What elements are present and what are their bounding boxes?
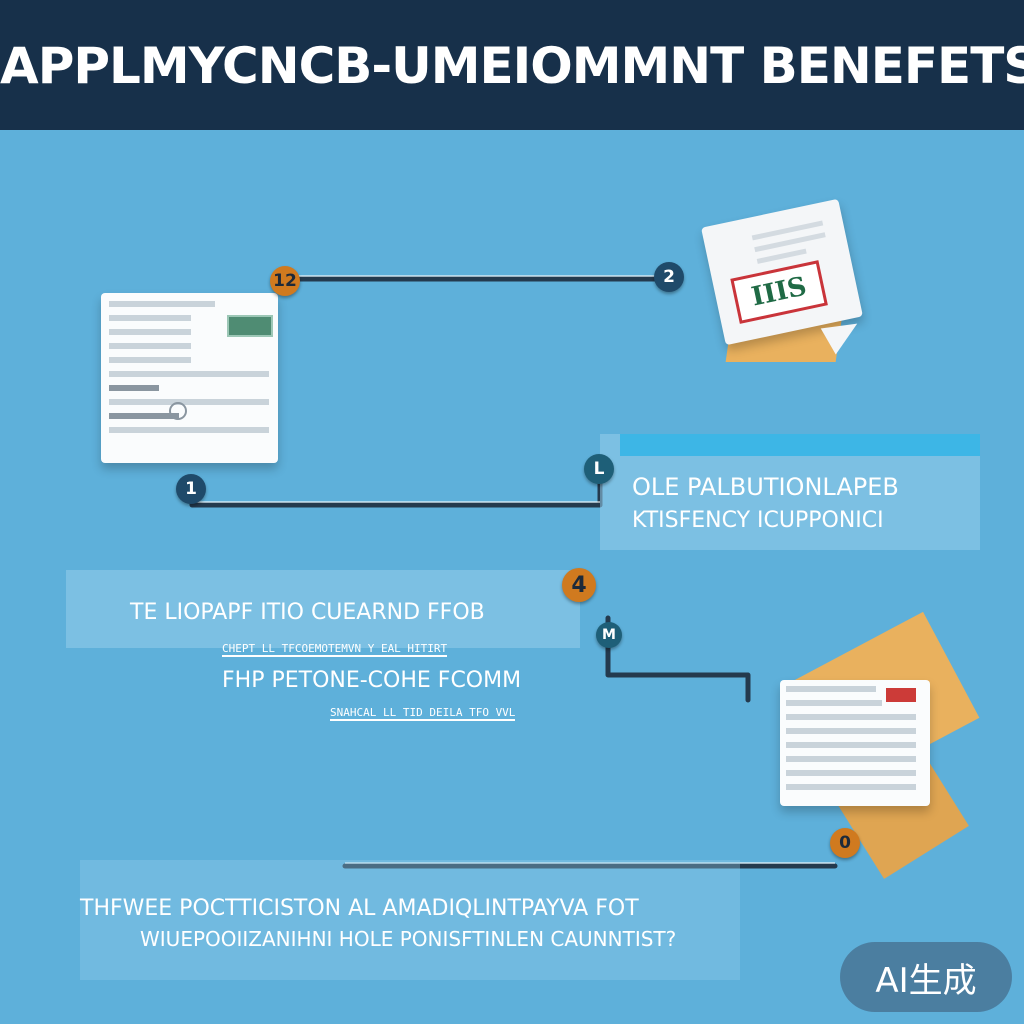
step-2-line-2: FHP PETONE-COHE FCOMM — [222, 668, 522, 693]
document-2-tag — [886, 688, 916, 702]
step-marker-12: 12 — [270, 266, 300, 296]
envelope-stamp: IIIS — [730, 260, 828, 324]
step-marker-1: 1 — [176, 474, 206, 504]
step-1-line-2: KTISFENCY ICUPPONICI — [632, 508, 884, 533]
document-card — [101, 293, 278, 463]
step-3-line-2: WIUEPOOIIZANIHNI HOLE PONISFTINLEN CAUNN… — [140, 927, 677, 951]
step-panel-3 — [80, 860, 740, 980]
document-card-2 — [780, 680, 930, 806]
step-2-fine-1: CHEPT LL TFCOEMOTEMVN Y EAL HITIRT — [222, 642, 448, 657]
magnifier-icon — [169, 402, 187, 420]
step-marker-L: L — [584, 454, 614, 484]
step-1-line-1: OLE PALBUTIONLAPEB — [632, 473, 899, 501]
step-marker-4: 4 — [562, 568, 596, 602]
step-panel-2 — [66, 570, 580, 648]
document-stamp — [227, 315, 273, 337]
step-2-line-1: TE LIOPAPF ITIO CUEARND FFOB — [130, 600, 485, 625]
header-banner — [0, 0, 1024, 130]
connector-third — [605, 615, 751, 703]
connector-second — [189, 467, 603, 508]
ai-generated-badge: AI生成 — [840, 942, 1012, 1012]
step-marker-2: 2 — [654, 262, 684, 292]
step-3-line-1: THFWEE POCTTICISTON AL AMADIQLINTPAYVA F… — [80, 896, 639, 921]
step-marker-M: M — [596, 622, 622, 648]
step-marker-0: 0 — [830, 828, 860, 858]
step-2-fine-2: SNAHCAL LL TID DEILA TFO VVL — [330, 706, 516, 721]
step-panel-1-accent — [620, 434, 980, 456]
page-title: APPLMYCNCB-UMEIOMMNT BENEFETS — [0, 37, 1024, 95]
